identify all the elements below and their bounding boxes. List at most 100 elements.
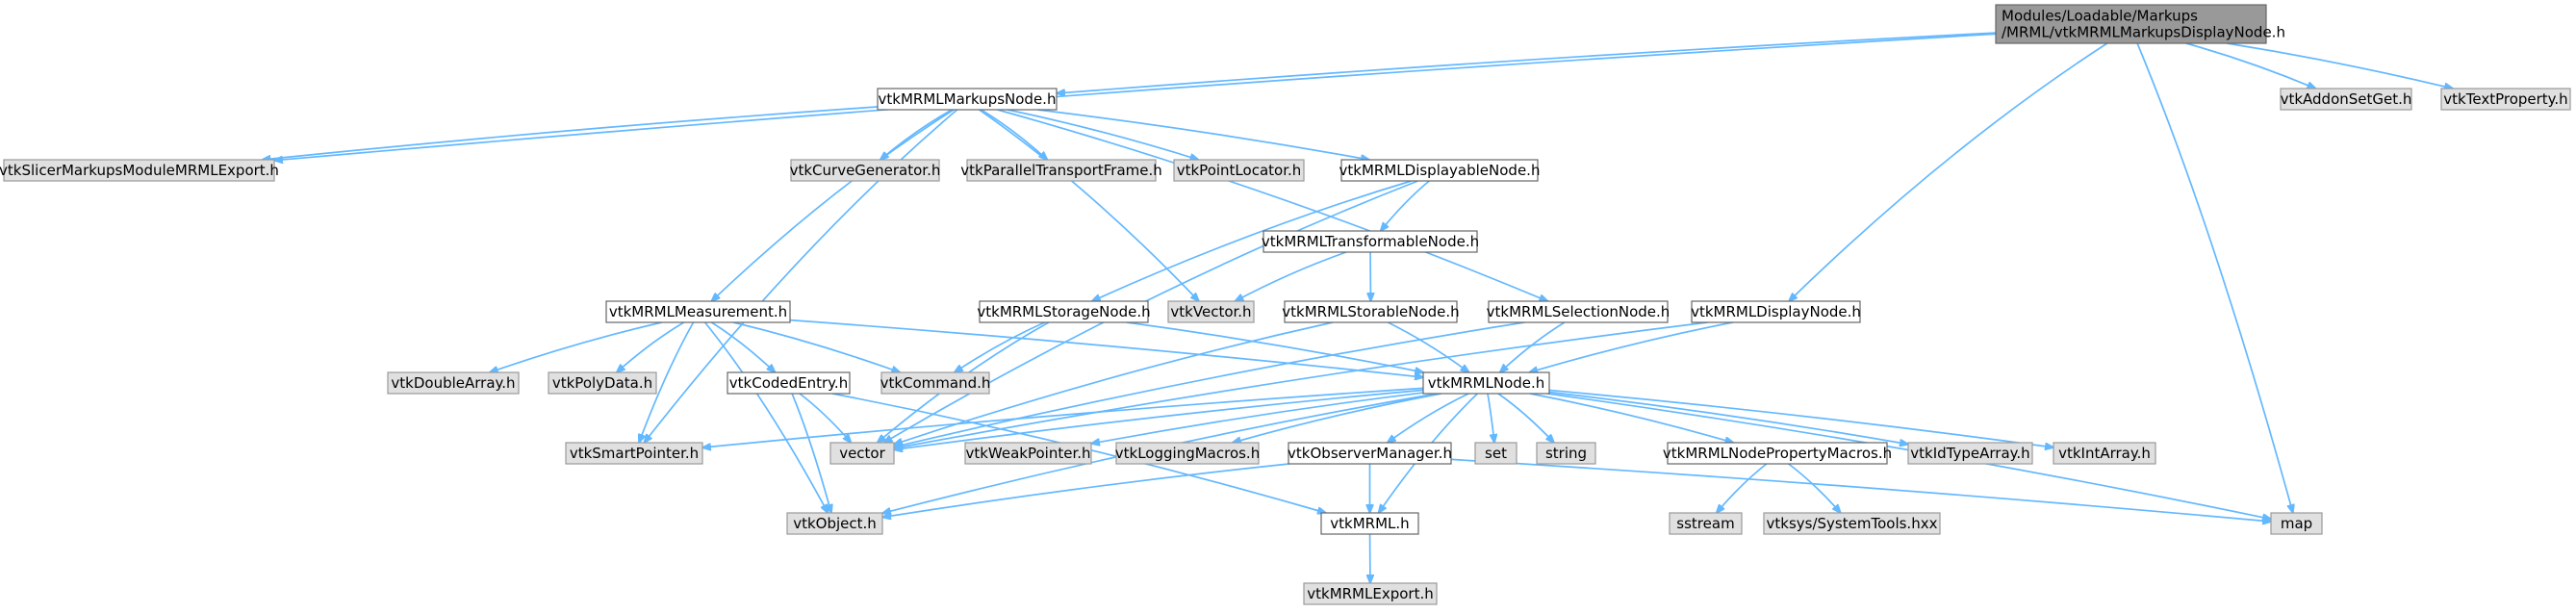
node-box-curvegen <box>790 159 940 182</box>
node-displaynode[interactable]: vtkMRMLDisplayNode.h <box>1691 300 1861 323</box>
node-box-loggingmacros <box>1115 442 1260 465</box>
edge-mrmlnode-to-idtypearray <box>1548 391 1908 445</box>
node-box-slicerexport <box>3 159 275 182</box>
edge-selection-to-vector <box>894 321 1525 447</box>
node-label-vtkvector: vtkVector.h <box>1170 303 1251 320</box>
node-label-slicerexport: vtkSlicerMarkupsModuleMRMLExport.h <box>0 162 279 179</box>
node-label-storable: vtkMRMLStorableNode.h <box>1282 303 1459 320</box>
node-box-transformable <box>1262 230 1478 253</box>
node-smartpointer[interactable]: vtkSmartPointer.h <box>565 442 703 465</box>
edge-markupsnode-to-paralleltransport <box>981 109 1048 160</box>
node-observermanager[interactable]: vtkObserverManager.h <box>1288 442 1452 465</box>
node-measurement[interactable]: vtkMRMLMeasurement.h <box>605 300 791 323</box>
node-codedentry[interactable]: vtkCodedEntry.h <box>727 371 851 395</box>
node-textproperty[interactable]: vtkTextProperty.h <box>2440 88 2571 111</box>
node-systemtools[interactable]: vtksys/SystemTools.hxx <box>1763 512 1941 535</box>
edge-markupsnode-to-vtkvector <box>979 109 1199 301</box>
edge-measurement-to-mrmlnode <box>789 319 1423 377</box>
edge-observermanager-to-map <box>1450 458 2271 522</box>
node-box-propertymacros <box>1667 442 1888 465</box>
node-selection[interactable]: vtkMRMLSelectionNode.h <box>1487 300 1671 323</box>
node-box-vtkobject <box>786 512 883 535</box>
node-label-pointlocator: vtkPointLocator.h <box>1177 162 1302 179</box>
node-label-string: string <box>1545 445 1587 462</box>
edge-measurement-to-vtkobject <box>703 321 829 513</box>
edge-displayable-to-transformable <box>1381 180 1430 231</box>
node-vtkmrml[interactable]: vtkMRML.h <box>1320 512 1419 535</box>
node-doublearray[interactable]: vtkDoubleArray.h <box>387 371 520 395</box>
node-storage[interactable]: vtkMRMLStorageNode.h <box>977 300 1151 323</box>
node-label-root-0: Modules/Loadable/Markups <box>2002 8 2198 25</box>
edge-observermanager-to-vtkobject <box>882 463 1289 518</box>
node-box-command <box>880 371 990 395</box>
node-intarray[interactable]: vtkIntArray.h <box>2053 442 2156 465</box>
node-box-displaynode <box>1691 300 1861 323</box>
node-vtkobject[interactable]: vtkObject.h <box>786 512 883 535</box>
node-loggingmacros[interactable]: vtkLoggingMacros.h <box>1115 442 1260 465</box>
edge-mrmlnode-to-vector <box>894 389 1424 449</box>
node-box-vtkmrml <box>1320 512 1419 535</box>
node-box-mrmlnode <box>1422 371 1550 395</box>
edge-mrmlnode-to-set <box>1487 393 1494 443</box>
node-box-storage <box>979 300 1149 323</box>
node-idtypearray[interactable]: vtkIdTypeArray.h <box>1907 442 2033 465</box>
node-root[interactable]: Modules/Loadable/Markups/MRML/vtkMRMLMar… <box>1995 4 2285 44</box>
edge-markupsnode-to-slicerexport <box>262 106 879 160</box>
node-transformable[interactable]: vtkMRMLTransformableNode.h <box>1262 230 1479 253</box>
node-label-polydata: vtkPolyData.h <box>552 374 652 392</box>
node-label-storage: vtkMRMLStorageNode.h <box>977 303 1150 320</box>
node-mrmlnode[interactable]: vtkMRMLNode.h <box>1422 371 1550 395</box>
node-curvegen[interactable]: vtkCurveGenerator.h <box>790 159 941 182</box>
node-set[interactable]: set <box>1474 442 1518 465</box>
node-box-doublearray <box>387 371 520 395</box>
node-pointlocator[interactable]: vtkPointLocator.h <box>1173 159 1305 182</box>
node-vector[interactable]: vector <box>829 442 895 465</box>
node-box-intarray <box>2053 442 2156 465</box>
edge-propertymacros-to-sstream <box>1717 463 1768 513</box>
node-storable[interactable]: vtkMRMLStorableNode.h <box>1282 300 1460 323</box>
node-sstream[interactable]: sstream <box>1669 512 1743 535</box>
node-box-displayable <box>1340 159 1539 182</box>
node-box-root <box>1995 4 2267 44</box>
node-slicerexport[interactable]: vtkSlicerMarkupsModuleMRMLExport.h <box>0 159 279 182</box>
node-addonsetget[interactable]: vtkAddonSetGet.h <box>2280 88 2412 111</box>
node-map[interactable]: map <box>2270 512 2323 535</box>
edge-codedentry-to-vector <box>799 393 851 443</box>
node-command[interactable]: vtkCommand.h <box>880 371 991 395</box>
node-box-codedentry <box>727 371 851 395</box>
node-vtkvector[interactable]: vtkVector.h <box>1167 300 1255 323</box>
node-box-selection <box>1488 300 1669 323</box>
edge-transformable-to-vtkvector <box>1235 251 1347 301</box>
node-label-propertymacros: vtkMRMLNodePropertyMacros.h <box>1663 445 1892 462</box>
node-label-idtypearray: vtkIdTypeArray.h <box>1910 445 2029 462</box>
node-displayable[interactable]: vtkMRMLDisplayableNode.h <box>1339 159 1541 182</box>
node-polydata[interactable]: vtkPolyData.h <box>548 371 657 395</box>
edge-displaynode-to-mrmlnode <box>1529 321 1733 372</box>
node-label-loggingmacros: vtkLoggingMacros.h <box>1115 445 1260 462</box>
node-label-displaynode: vtkMRMLDisplayNode.h <box>1691 303 1861 320</box>
node-propertymacros[interactable]: vtkMRMLNodePropertyMacros.h <box>1663 442 1892 465</box>
node-box-markupsnode <box>877 88 1058 111</box>
edge-mrmlnode-to-observermanager <box>1388 393 1469 443</box>
edge-root-to-displaynode <box>1789 42 2108 301</box>
node-label-systemtools: vtksys/SystemTools.hxx <box>1767 515 1938 532</box>
node-mrmlexport[interactable]: vtkMRMLExport.h <box>1303 582 1438 605</box>
edge-measurement-to-codedentry <box>711 321 775 372</box>
node-label-displayable: vtkMRMLDisplayableNode.h <box>1339 162 1541 179</box>
node-string[interactable]: string <box>1536 442 1596 465</box>
node-box-storable <box>1284 300 1458 323</box>
node-label-weakpointer: vtkWeakPointer.h <box>965 445 1090 462</box>
node-label-vector: vector <box>839 445 885 462</box>
edge-displaynode-to-vector <box>894 321 1708 448</box>
edge-root-to-slicerexport <box>274 33 1997 160</box>
nodes-layer: Modules/Loadable/Markups/MRML/vtkMRMLMar… <box>0 4 2571 605</box>
node-box-pointlocator <box>1173 159 1305 182</box>
node-label-vtkobject: vtkObject.h <box>793 515 877 532</box>
edge-mrmlnode-to-smartpointer <box>702 387 1424 447</box>
edge-measurement-to-polydata <box>617 321 685 372</box>
node-box-measurement <box>605 300 791 323</box>
node-paralleltransport[interactable]: vtkParallelTransportFrame.h <box>960 159 1162 182</box>
node-weakpointer[interactable]: vtkWeakPointer.h <box>964 442 1092 465</box>
edge-root-to-addonsetget <box>2185 42 2316 89</box>
node-markupsnode[interactable]: vtkMRMLMarkupsNode.h <box>877 88 1058 111</box>
